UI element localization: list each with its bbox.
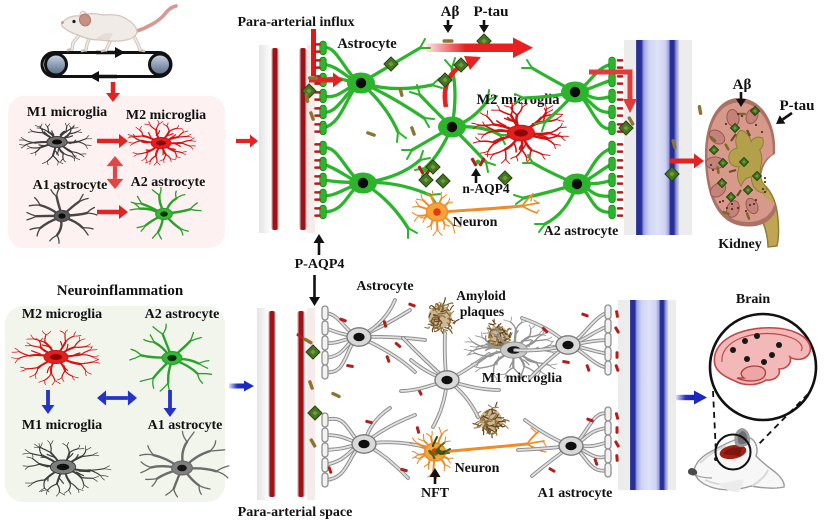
svg-text:plaques: plaques xyxy=(460,304,504,319)
svg-text:Aβ: Aβ xyxy=(733,77,752,93)
svg-text:P-AQP4: P-AQP4 xyxy=(295,257,345,272)
svg-text:M1 microglia: M1 microglia xyxy=(27,105,107,120)
svg-text:M1 microglia: M1 microglia xyxy=(22,418,102,433)
svg-text:n-AQP4: n-AQP4 xyxy=(462,181,510,196)
svg-text:A1 astrocyte: A1 astrocyte xyxy=(33,178,108,193)
svg-text:A1 astrocyte: A1 astrocyte xyxy=(538,486,613,501)
svg-text:M1 microglia: M1 microglia xyxy=(482,371,562,386)
svg-text:Para-arterial space: Para-arterial space xyxy=(238,505,353,520)
svg-text:Kidney: Kidney xyxy=(718,237,762,252)
svg-text:A2 astrocyte: A2 astrocyte xyxy=(145,307,220,322)
svg-text:Aβ: Aβ xyxy=(441,4,460,20)
svg-text:Brain: Brain xyxy=(736,292,770,307)
svg-text:Neuron: Neuron xyxy=(453,215,498,230)
svg-text:M2 microglia: M2 microglia xyxy=(22,307,102,322)
svg-text:A1 astrocyte: A1 astrocyte xyxy=(148,418,223,433)
svg-text:Astrocyte: Astrocyte xyxy=(356,279,413,294)
svg-text:P-tau: P-tau xyxy=(780,98,815,114)
svg-text:A2 astrocyte: A2 astrocyte xyxy=(544,224,619,239)
svg-text:Para-arterial influx: Para-arterial influx xyxy=(237,15,354,30)
svg-text:M2 microglia: M2 microglia xyxy=(126,108,206,123)
svg-text:Amyloid: Amyloid xyxy=(456,288,506,303)
svg-text:A2 astrocyte: A2 astrocyte xyxy=(131,175,206,190)
svg-text:Neuroinflammation: Neuroinflammation xyxy=(57,283,184,299)
svg-text:Astrocyte: Astrocyte xyxy=(337,36,397,52)
svg-text:NFT: NFT xyxy=(421,486,450,501)
svg-text:P-tau: P-tau xyxy=(474,4,509,20)
svg-text:Neuron: Neuron xyxy=(455,461,500,476)
